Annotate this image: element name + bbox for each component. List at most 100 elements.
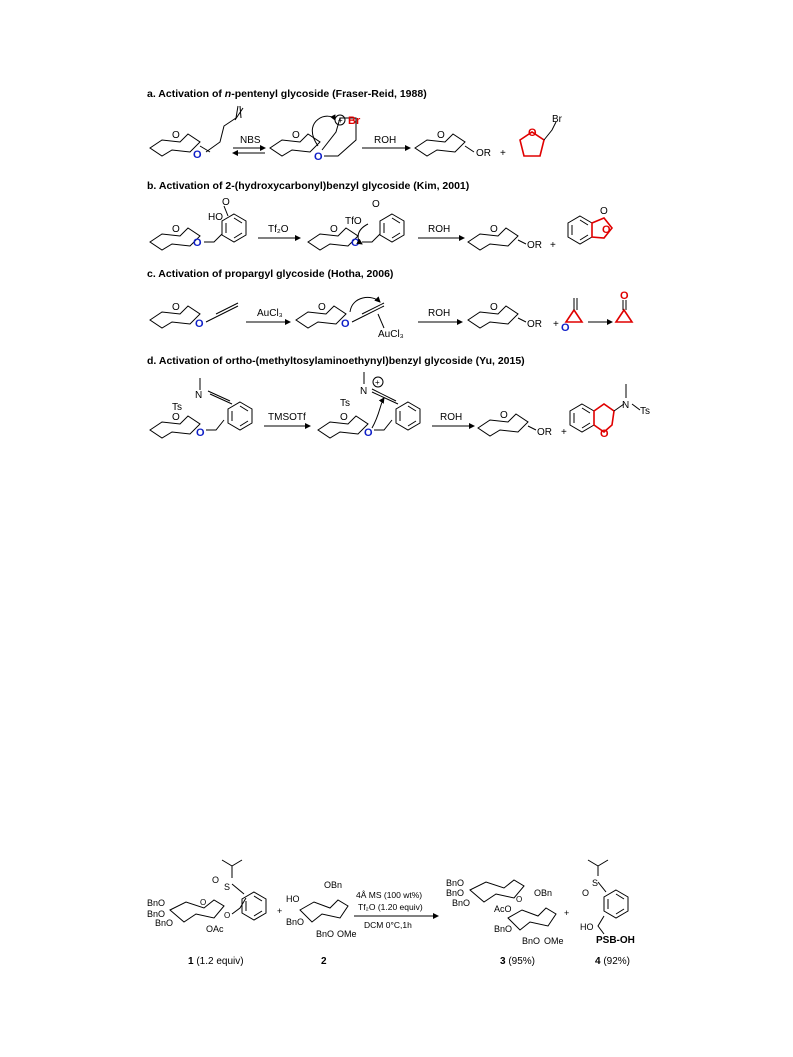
- condition-solvent: DCM 0°C,1h: [364, 920, 412, 930]
- bno-label: BnO: [494, 924, 512, 934]
- heading-d: d. Activation of ortho-(methyltosylamino…: [147, 355, 525, 367]
- bromonium-label: Br: [348, 115, 361, 127]
- heading-a-text: a. Activation of: [147, 88, 225, 100]
- heading-c: c. Activation of propargyl glycoside (Ho…: [147, 268, 394, 280]
- bno-label: BnO: [522, 936, 540, 946]
- plus: +: [500, 148, 506, 159]
- nitrogen-label: N: [622, 400, 629, 411]
- compound-3-label: 3 (95%): [500, 956, 535, 967]
- glycosidic-oxygen: O: [224, 911, 230, 920]
- charge-plus: +: [338, 116, 343, 125]
- compound-number: 1: [188, 956, 194, 967]
- hydroxy-label: HO: [580, 922, 594, 932]
- bno-label: BnO: [446, 888, 464, 898]
- compound-number: 3: [500, 956, 506, 967]
- heading-a: a. Activation of n-pentenyl glycoside (F…: [147, 88, 427, 100]
- glycosidic-oxygen: O: [364, 427, 373, 439]
- charge-plus: +: [375, 378, 380, 387]
- condition-ms: 4Å MS (100 wt%): [356, 890, 422, 900]
- sulfur-label: S: [224, 882, 230, 892]
- compound-note: (92%): [600, 956, 631, 967]
- ring-oxygen: O: [200, 898, 206, 907]
- bno-label: BnO: [147, 898, 165, 908]
- ring-oxygen: O: [172, 130, 180, 141]
- triflate-label: TfO: [345, 216, 362, 227]
- hydroxy-label: HO: [208, 212, 223, 223]
- ring-oxygen: O: [500, 410, 508, 421]
- glycosidic-oxygen: O: [196, 427, 205, 439]
- tosyl-label: Ts: [640, 406, 650, 417]
- reagent-nbs: NBS: [240, 135, 261, 146]
- compound-note: (95%): [505, 956, 536, 967]
- epoxide-oxygen: O: [561, 322, 570, 334]
- bno-label: BnO: [316, 929, 334, 939]
- glycosidic-oxygen: O: [341, 318, 350, 330]
- ring-oxygen: O: [172, 302, 180, 313]
- compound-number: 4: [595, 956, 601, 967]
- product-or: OR: [537, 427, 552, 438]
- glycosidic-oxygen: O: [195, 318, 204, 330]
- bno-label: BnO: [446, 878, 464, 888]
- reagent-roh: ROH: [374, 135, 396, 146]
- condition-tf2o: Tf₂O (1.20 equiv): [358, 902, 423, 912]
- reagent-aucl3: AuCl₃: [257, 308, 283, 319]
- heading-a-italic: n: [224, 88, 232, 100]
- sulfoxide-oxygen: O: [582, 888, 589, 898]
- carbonyl-oxygen: O: [222, 197, 230, 208]
- glycosidic-oxygen: O: [351, 237, 360, 249]
- sulfur-label: S: [592, 878, 598, 888]
- bromide-label: Br: [552, 114, 563, 125]
- plus: +: [277, 906, 282, 916]
- ring-oxygen: O: [318, 302, 326, 313]
- bno-label: BnO: [147, 909, 165, 919]
- heading-a-suffix: -pentenyl glycoside (Fraser-Reid, 1988): [231, 88, 427, 100]
- thf-oxygen: O: [528, 127, 537, 139]
- carbonyl-oxygen: O: [600, 206, 608, 217]
- lactone-oxygen: O: [602, 224, 611, 236]
- obn-label: OBn: [324, 880, 342, 890]
- reagent-roh: ROH: [428, 308, 450, 319]
- psb-oh-label: PSB-OH: [596, 935, 635, 946]
- bno-label: BnO: [155, 918, 173, 928]
- ome-label: OMe: [337, 929, 357, 939]
- tosyl-label: Ts: [340, 398, 350, 409]
- ring-oxygen: O: [340, 412, 348, 423]
- plus: +: [550, 240, 556, 251]
- compound-note: (1.2 equiv): [193, 956, 244, 967]
- glycosidic-oxygen: O: [314, 151, 323, 163]
- glycosidic-oxygen: O: [193, 237, 202, 249]
- carbonyl-oxygen: O: [372, 199, 380, 210]
- bno-label: BnO: [286, 917, 304, 927]
- ring-oxygen: O: [172, 412, 180, 423]
- reagent-tmsotf: TMSOTf: [268, 412, 306, 423]
- oac-label: OAc: [206, 924, 224, 934]
- isochromene-oxygen: O: [600, 428, 609, 440]
- ome-label: OMe: [544, 936, 564, 946]
- plus: +: [553, 319, 559, 330]
- product-or: OR: [527, 319, 542, 330]
- ring-oxygen: O: [437, 130, 445, 141]
- compound-4-label: 4 (92%): [595, 956, 630, 967]
- product-or: OR: [476, 148, 491, 159]
- scheme-a: O O NBS O O + Br ROH O OR + O Br: [149, 105, 563, 163]
- product-or: OR: [527, 240, 542, 251]
- bno-label: BnO: [452, 898, 470, 908]
- gold-complex-label: AuCl₃: [378, 329, 404, 340]
- glycosidic-oxygen: O: [516, 895, 522, 904]
- plus: +: [561, 427, 567, 438]
- compound-number: 2: [321, 956, 327, 967]
- ring-oxygen: O: [292, 130, 300, 141]
- scheme-b: O O HO O Tf₂O O O TfO O ROH O OR + O O: [149, 197, 614, 251]
- scheme-c: O O AuCl₃ O O AuCl₃ ROH O OR + O O: [149, 290, 634, 340]
- hydroxy-label: HO: [286, 894, 300, 904]
- ring-oxygen: O: [490, 302, 498, 313]
- aco-label: AcO: [494, 904, 512, 914]
- ring-oxygen: O: [490, 224, 498, 235]
- compound-2-label: 2: [321, 956, 327, 967]
- compound-1-label: 1 (1.2 equiv): [188, 956, 244, 967]
- heading-b: b. Activation of 2-(hydroxycarbonyl)benz…: [147, 180, 470, 192]
- reagent-roh: ROH: [428, 224, 450, 235]
- obn-label: OBn: [534, 888, 552, 898]
- ring-oxygen: O: [172, 224, 180, 235]
